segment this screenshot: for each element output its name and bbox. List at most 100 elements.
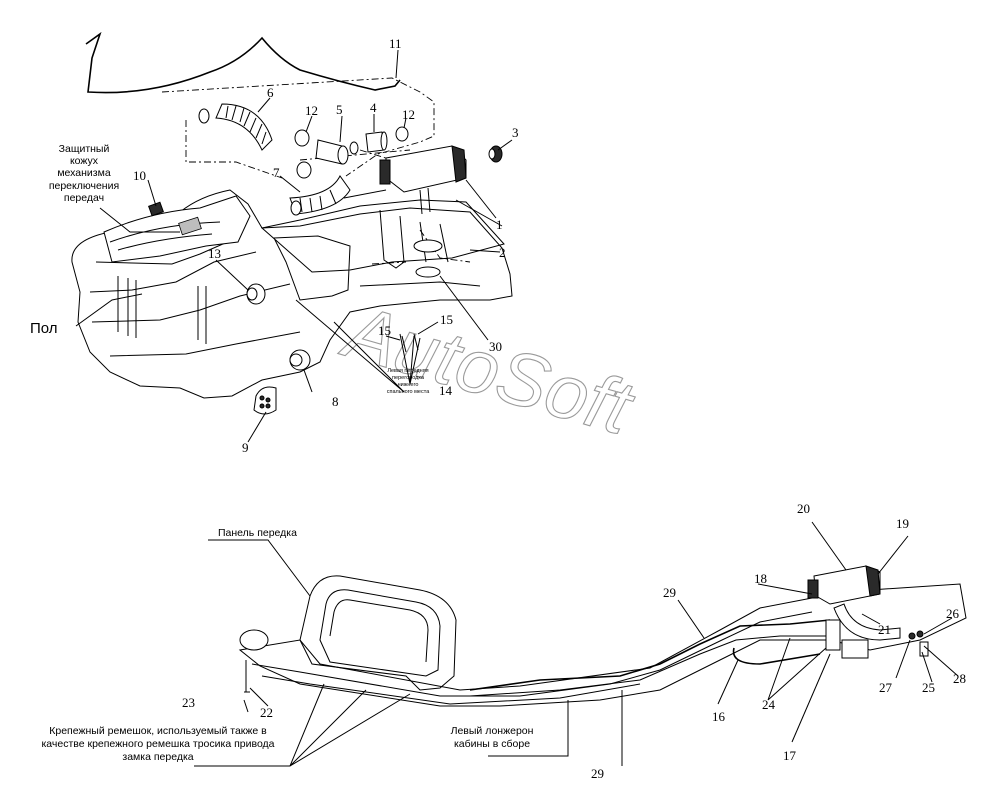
heater-unit bbox=[379, 145, 467, 215]
heater-fuel-line bbox=[343, 189, 387, 199]
callout-18: 18 bbox=[754, 571, 767, 586]
member-edge-2 bbox=[261, 675, 641, 705]
callout-26: 26 bbox=[946, 606, 960, 621]
svg-text:замка передка: замка передка bbox=[122, 751, 193, 763]
shift-cover-grille bbox=[178, 216, 202, 236]
cab-wall-outline bbox=[85, 31, 401, 94]
svg-text:AutoSoft: AutoSoft bbox=[333, 288, 643, 452]
svg-text:перегородка: перегородка bbox=[392, 375, 425, 381]
callout-1: 1 bbox=[496, 217, 503, 232]
callout-15b: 15 bbox=[440, 312, 453, 327]
shift-cover-slot bbox=[109, 221, 221, 251]
hose-16 bbox=[732, 647, 821, 665]
shift-mechanism-cover bbox=[103, 195, 251, 263]
front-panel bbox=[299, 575, 457, 691]
label-left-member: Левый лонжерон кабины в сборе bbox=[451, 725, 534, 750]
svg-text:кожух: кожух bbox=[70, 155, 99, 167]
leader-lines-bottom bbox=[194, 521, 959, 767]
svg-text:Защитный: Защитный bbox=[59, 143, 110, 155]
callout-11: 11 bbox=[389, 36, 402, 51]
callout-15a: 15 bbox=[378, 323, 391, 338]
callout-16: 16 bbox=[712, 709, 726, 724]
callout-21: 21 bbox=[878, 622, 891, 637]
watermark: AutoSoft bbox=[332, 288, 643, 453]
floor-tunnel-line bbox=[89, 239, 301, 357]
bracket-17 bbox=[825, 619, 869, 659]
svg-text:Левая передняя: Левая передняя bbox=[387, 368, 428, 374]
label-shift-cover: Защитный кожух механизма переключения пе… bbox=[49, 143, 119, 204]
outlet-grille-9 bbox=[253, 386, 277, 415]
tunnel-ribs bbox=[117, 276, 207, 344]
callout-10: 10 bbox=[133, 168, 146, 183]
hose-clamps bbox=[198, 108, 409, 216]
clamp-7-ring bbox=[296, 161, 312, 179]
top-assembly bbox=[71, 31, 513, 443]
callout-28: 28 bbox=[953, 671, 966, 686]
front-panel-inner bbox=[319, 589, 441, 677]
connector-sleeve-4 bbox=[365, 131, 388, 153]
callout-29b: 29 bbox=[591, 766, 604, 781]
callout-20: 20 bbox=[797, 501, 810, 516]
svg-text:Левый лонжерон: Левый лонжерон bbox=[451, 725, 534, 737]
callout-2: 2 bbox=[499, 245, 506, 260]
callout-19: 19 bbox=[896, 516, 909, 531]
fastener-pins bbox=[401, 333, 419, 353]
callout-8: 8 bbox=[332, 394, 339, 409]
callout-9: 9 bbox=[242, 440, 249, 455]
connector-pipe-5 bbox=[315, 139, 359, 165]
svg-text:нижнего: нижнего bbox=[398, 382, 419, 388]
svg-text:спального места: спального места bbox=[387, 389, 430, 395]
strap-22-23 bbox=[244, 660, 250, 693]
leader-lines-top bbox=[75, 49, 513, 443]
air-tube-lower bbox=[469, 635, 830, 697]
svg-text:качестве крепежного ремешка тр: качестве крепежного ремешка тросика прив… bbox=[41, 738, 274, 750]
front-panel-inner2 bbox=[329, 599, 429, 663]
callout-5: 5 bbox=[336, 102, 343, 117]
plug-8 bbox=[289, 349, 311, 371]
fasteners-25-28 bbox=[908, 630, 929, 657]
cab-floor-body bbox=[71, 189, 513, 399]
callout-numbers: 11 3 1 2 30 6 12 5 4 12 7 10 13 15 15 14… bbox=[133, 36, 966, 781]
callout-22: 22 bbox=[260, 705, 273, 720]
plug-13 bbox=[246, 283, 266, 305]
duct-21 bbox=[833, 603, 901, 641]
callout-25: 25 bbox=[922, 680, 935, 695]
callout-24: 24 bbox=[762, 697, 776, 712]
svg-text:передач: передач bbox=[64, 192, 104, 204]
callout-12b: 12 bbox=[402, 107, 415, 122]
callout-7: 7 bbox=[273, 165, 280, 180]
callout-13: 13 bbox=[208, 246, 221, 261]
svg-text:переключения: переключения bbox=[49, 180, 119, 192]
callout-6: 6 bbox=[267, 85, 274, 100]
air-tube-upper bbox=[469, 619, 831, 691]
left-cab-member bbox=[238, 583, 967, 707]
callout-4: 4 bbox=[370, 100, 377, 115]
callout-14: 14 bbox=[439, 383, 453, 398]
end-cap bbox=[239, 629, 269, 651]
callout-17: 17 bbox=[783, 748, 797, 763]
outlet-nozzle bbox=[488, 145, 503, 163]
air-hose-6 bbox=[215, 103, 273, 151]
heater-bracket-frame bbox=[260, 199, 505, 301]
bottom-assembly bbox=[194, 521, 967, 767]
callout-12a: 12 bbox=[305, 103, 318, 118]
svg-text:кабины в сборе: кабины в сборе bbox=[454, 738, 530, 750]
grommet-10 bbox=[148, 201, 164, 217]
svg-text:Крепежный ремешок, используемы: Крепежный ремешок, используемый также в bbox=[49, 725, 267, 737]
callout-30: 30 bbox=[489, 339, 502, 354]
heater-unit-20 bbox=[807, 565, 881, 605]
mount-outline bbox=[161, 77, 435, 179]
label-floor: Пол bbox=[30, 320, 58, 337]
label-small-note: Левая передняя перегородка нижнего спаль… bbox=[387, 368, 430, 395]
svg-text:механизма: механизма bbox=[57, 167, 110, 179]
floor-ducts bbox=[413, 239, 443, 278]
label-front-panel: Панель передка bbox=[218, 527, 297, 539]
text-labels: Пол Защитный кожух механизма переключени… bbox=[30, 143, 534, 763]
member-edge-1 bbox=[251, 611, 813, 697]
callout-3: 3 bbox=[512, 125, 519, 140]
callout-29a: 29 bbox=[663, 585, 676, 600]
label-strap: Крепежный ремешок, используемый также в … bbox=[41, 725, 274, 763]
callout-23: 23 bbox=[182, 695, 195, 710]
callout-27: 27 bbox=[879, 680, 893, 695]
